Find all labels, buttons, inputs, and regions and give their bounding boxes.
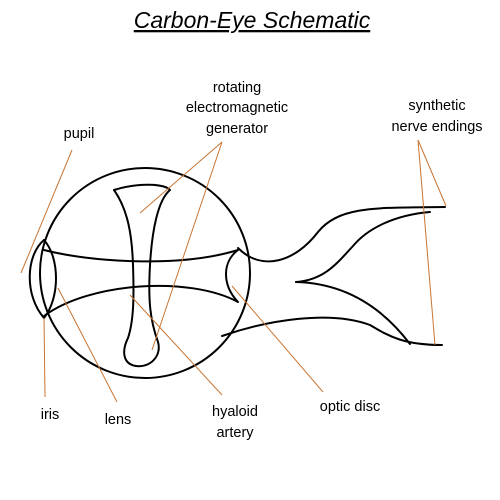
label-optic-disc: optic disc <box>320 399 380 415</box>
generator-vertical-bar <box>113 183 171 368</box>
leader-generator-b <box>151 141 223 351</box>
generator-horizontal-bar <box>43 249 239 317</box>
leader-iris <box>43 317 46 398</box>
label-nerve-1: synthetic <box>408 98 465 114</box>
leader-generator-a <box>139 141 223 214</box>
label-generator-3: generator <box>206 121 268 137</box>
diagram-title: Carbon-Eye Schematic <box>134 7 371 33</box>
optic-nerve-inner <box>295 211 431 283</box>
lens-inner <box>43 239 57 319</box>
label-generator-2: electromagnetic <box>186 100 288 116</box>
leader-optic-disc <box>231 285 324 393</box>
label-iris: iris <box>41 407 60 423</box>
label-hyaloid-1: hyaloid <box>212 404 258 420</box>
label-generator-1: rotating <box>213 80 261 96</box>
optic-nerve-inner-lower <box>295 281 411 345</box>
leader-pupil <box>20 149 73 274</box>
label-nerve-2: nerve endings <box>391 119 482 135</box>
label-lens: lens <box>105 412 132 428</box>
lens-outer <box>28 239 45 319</box>
optic-nerve-lower <box>221 316 443 346</box>
optic-nerve-upper <box>237 206 446 263</box>
leader-hyaloid <box>129 294 223 396</box>
label-hyaloid-2: artery <box>216 425 254 441</box>
leader-nerve-b <box>417 139 436 346</box>
eyeball-outline <box>39 167 251 379</box>
leader-lens <box>57 287 118 403</box>
leader-nerve-a <box>417 139 447 207</box>
label-pupil: pupil <box>64 126 95 142</box>
